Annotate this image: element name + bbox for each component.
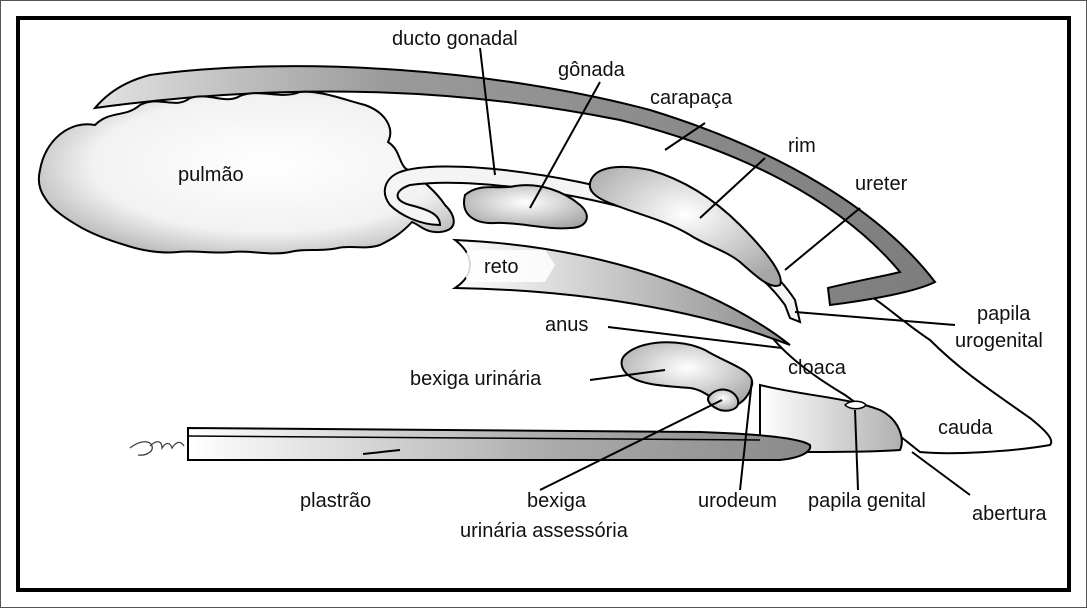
- label-urinary-bladder: bexiga urinária: [410, 368, 542, 390]
- label-tail: cauda: [938, 417, 993, 439]
- label-genital-papilla: papila genital: [808, 490, 926, 512]
- label-rectum: reto: [484, 256, 518, 278]
- label-kidney: rim: [788, 135, 816, 157]
- label-gonad: gônada: [558, 59, 626, 81]
- label-lung: pulmão: [178, 164, 244, 186]
- label-gonadal-duct: ducto gonadal: [392, 28, 518, 50]
- plastron: [188, 428, 810, 460]
- genital-papilla-tip: [845, 401, 866, 409]
- label-anus: anus: [545, 314, 588, 336]
- label-opening: abertura: [972, 503, 1047, 525]
- label-carapace: carapaça: [650, 87, 733, 109]
- label-accessory-bladder-line2: urinária assessória: [460, 520, 629, 542]
- label-ureter: ureter: [855, 173, 908, 195]
- label-accessory-bladder-line1: bexiga: [527, 490, 587, 512]
- label-urodeum: urodeum: [698, 490, 777, 512]
- label-urogenital-papilla-line2: urogenital: [955, 330, 1043, 352]
- label-cloaca: cloaca: [788, 357, 847, 379]
- label-urogenital-papilla-line1: papila: [977, 303, 1031, 325]
- label-plastron: plastrão: [300, 490, 371, 512]
